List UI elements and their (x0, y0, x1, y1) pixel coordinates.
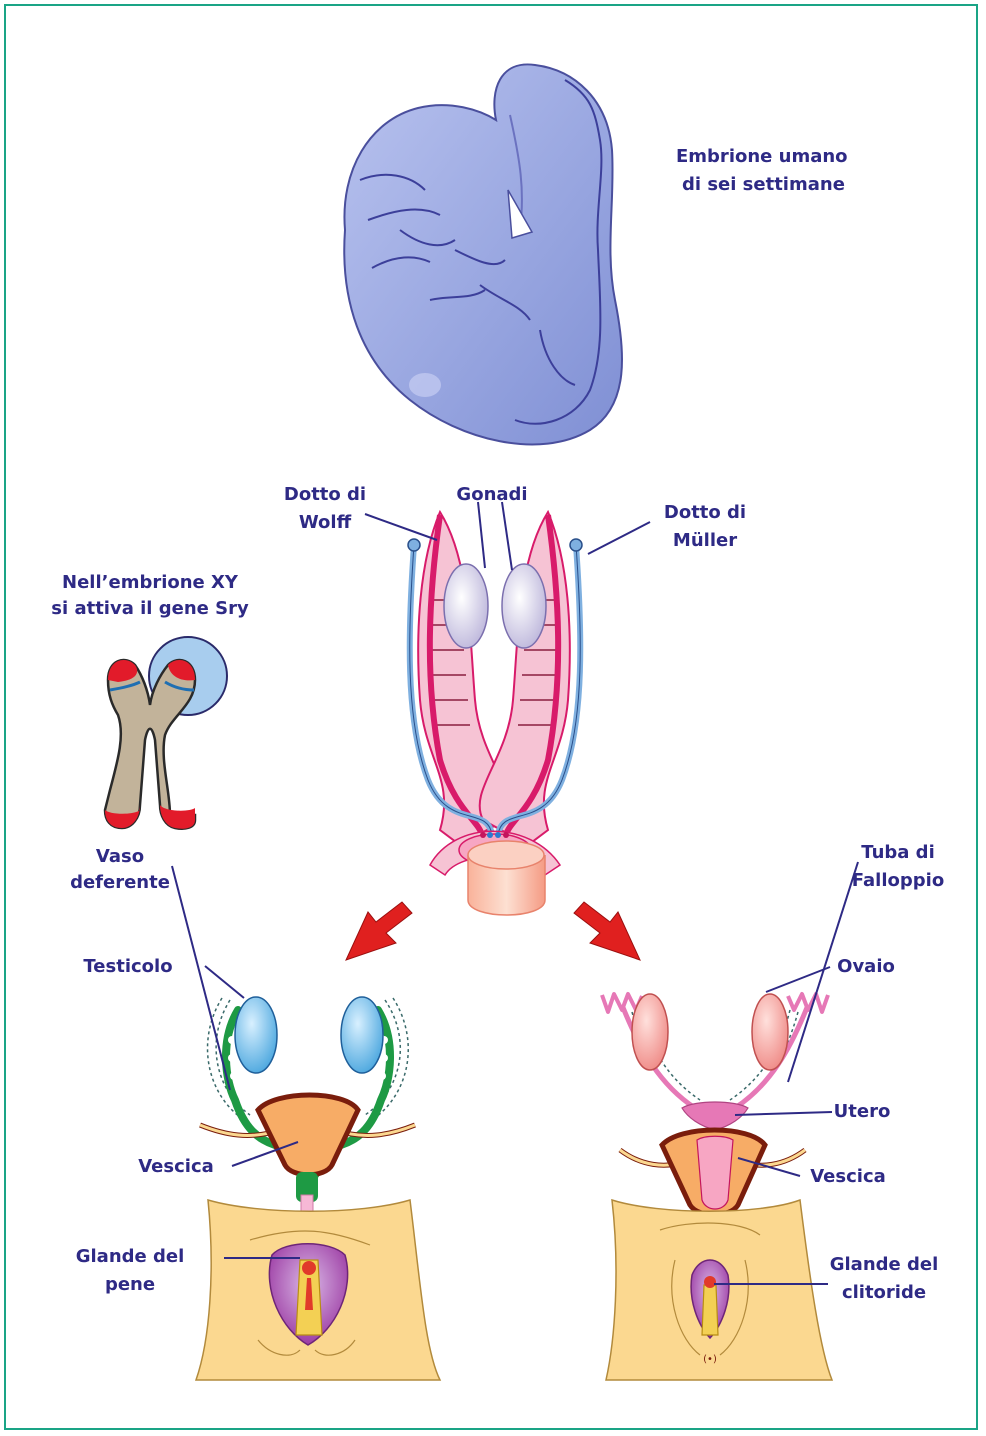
label-embryo-line1: Embrione umano (676, 146, 848, 167)
arrow-down-right-icon (574, 902, 640, 960)
leader-gonadi-right (502, 502, 512, 570)
label-glande-clitoride-line2: clitoride (842, 1282, 926, 1303)
label-sry-line1: Nell’embrione XY (62, 572, 239, 593)
label-wolff-line2: Wolff (299, 512, 352, 533)
label-vescica-male: Vescica (138, 1156, 214, 1177)
leader-muller (588, 522, 650, 554)
label-utero: Utero (834, 1101, 891, 1122)
label-tuba-line2: Falloppio (852, 870, 944, 891)
label-ovaio: Ovaio (837, 956, 895, 977)
label-vaso-line1: Vaso (96, 846, 144, 867)
chromosome-y-icon (105, 637, 227, 829)
leader-wolff (365, 514, 437, 540)
label-vaso-line2: deferente (70, 872, 170, 893)
label-muller-line2: Müller (673, 530, 737, 551)
label-glande-clitoride-line1: Glande del (830, 1254, 939, 1275)
label-tuba-line1: Tuba di (861, 842, 934, 863)
leader-vaso-deferente (172, 866, 230, 1090)
label-embryo-line2: di sei settimane (682, 174, 845, 195)
leader-gonadi-left (478, 502, 485, 568)
label-wolff-line1: Dotto di (284, 484, 366, 505)
label-gonadi: Gonadi (456, 484, 527, 505)
arrow-down-left-icon (346, 902, 412, 960)
label-muller-line1: Dotto di (664, 502, 746, 523)
label-glande-pene-line1: Glande del (76, 1246, 185, 1267)
label-glande-pene-line2: pene (105, 1274, 155, 1295)
label-vescica-female: Vescica (810, 1166, 886, 1187)
gonad-duct-diagram (408, 512, 582, 915)
label-sry-line2: si attiva il gene Sry (51, 598, 249, 619)
male-reproductive-system (196, 997, 440, 1380)
embryo-illustration (344, 64, 622, 444)
svg-text:(•): (•) (703, 1354, 717, 1365)
label-testicolo: Testicolo (83, 956, 172, 977)
leader-testicolo (205, 966, 244, 998)
leader-utero (735, 1112, 832, 1115)
